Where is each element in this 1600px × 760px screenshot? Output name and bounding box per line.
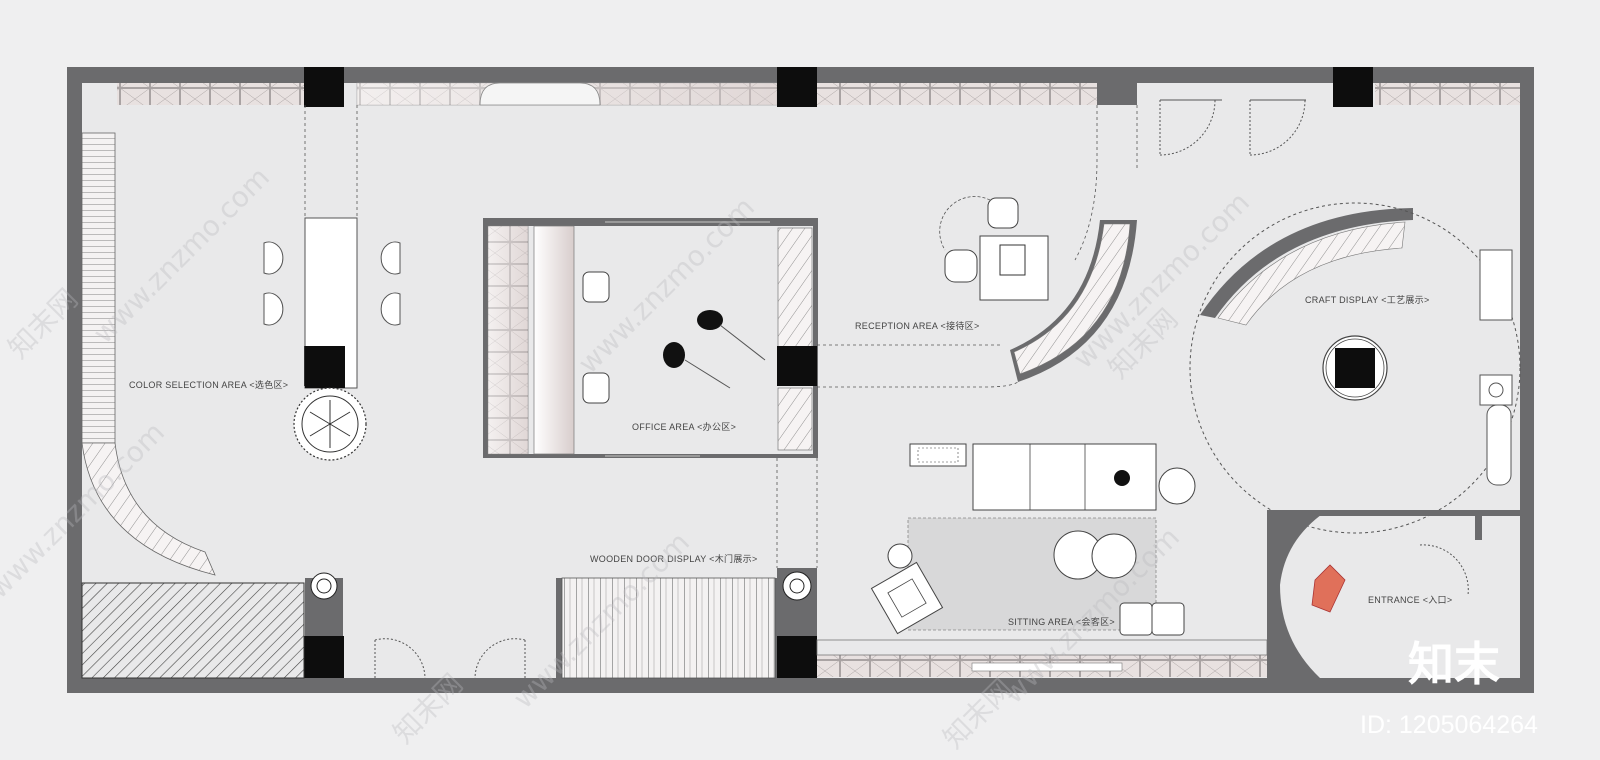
bottom-cabinets <box>816 639 1268 677</box>
right-fixtures <box>1479 249 1513 486</box>
tree-plant <box>293 387 367 461</box>
circulation-lines <box>304 105 1138 568</box>
top-cabinets <box>117 82 1520 106</box>
label-craft-display: CRAFT DISPLAY <工艺展示> <box>1305 295 1430 305</box>
entrance-wall <box>1267 510 1522 678</box>
planters <box>305 568 817 636</box>
craft-curved-rack <box>1189 202 1521 534</box>
area-labels: COLOR SELECTION AREA <选色区> OFFICE AREA <… <box>129 295 1452 627</box>
reception-curved-rack <box>1010 220 1137 382</box>
label-reception: RECEPTION AREA <接待区> <box>855 320 980 331</box>
label-office: OFFICE AREA <办公区> <box>632 421 736 432</box>
top-doors <box>1159 99 1306 156</box>
bottom-doors <box>374 638 526 679</box>
storage-hatched-block <box>81 582 305 679</box>
watermark-id: ID: 1205064264 <box>1360 711 1538 739</box>
label-sitting: SITTING AREA <会客区> <box>1008 616 1115 627</box>
watermark-logo: 知末 <box>1408 637 1500 691</box>
reception-desk <box>939 196 1049 301</box>
label-wooden-door: WOODEN DOOR DISPLAY <木门展示> <box>590 553 758 564</box>
color-selection-table <box>263 217 401 461</box>
label-entrance: ENTRANCE <入口> <box>1368 595 1452 605</box>
label-color-selection: COLOR SELECTION AREA <选色区> <box>129 379 288 390</box>
office-room <box>483 218 818 458</box>
sitting-furniture <box>870 443 1196 636</box>
color-rack-left <box>81 132 216 576</box>
wooden-door-display <box>556 577 777 679</box>
